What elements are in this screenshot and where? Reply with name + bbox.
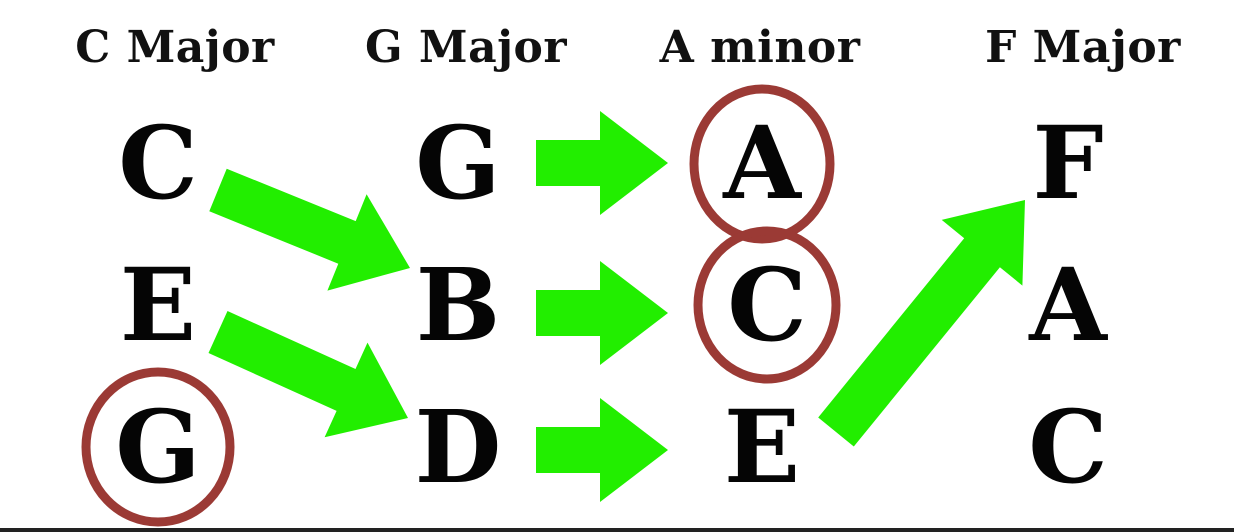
column-title-g-major: G Major xyxy=(364,22,568,73)
note-g-major-fifth: D xyxy=(414,388,502,506)
column-title-c-major: C Major xyxy=(75,22,275,73)
arrow-g-to-a xyxy=(536,111,668,215)
arrow-b-to-c xyxy=(536,261,668,365)
note-c-major-fifth: G xyxy=(115,388,201,506)
arrow-d-to-e xyxy=(536,398,668,502)
arrow-c-to-b xyxy=(209,168,410,291)
bottom-divider xyxy=(0,528,1234,532)
arrow-e-to-d xyxy=(208,311,408,438)
note-a-minor-root: A xyxy=(723,104,801,222)
note-f-major-root: F xyxy=(1032,104,1104,222)
note-f-major-fifth: C xyxy=(1028,388,1108,506)
note-a-minor-fifth: E xyxy=(723,388,801,506)
note-c-major-root: C xyxy=(118,104,198,222)
note-g-major-root: G xyxy=(415,104,501,222)
note-f-major-third: A xyxy=(1029,246,1107,364)
column-title-a-minor: A minor xyxy=(659,22,861,73)
arrow-e-to-f xyxy=(818,200,1025,447)
note-c-major-third: E xyxy=(119,246,197,364)
column-title-f-major: F Major xyxy=(985,22,1181,73)
note-g-major-third: B xyxy=(415,246,501,364)
note-a-minor-third: C xyxy=(727,246,807,364)
